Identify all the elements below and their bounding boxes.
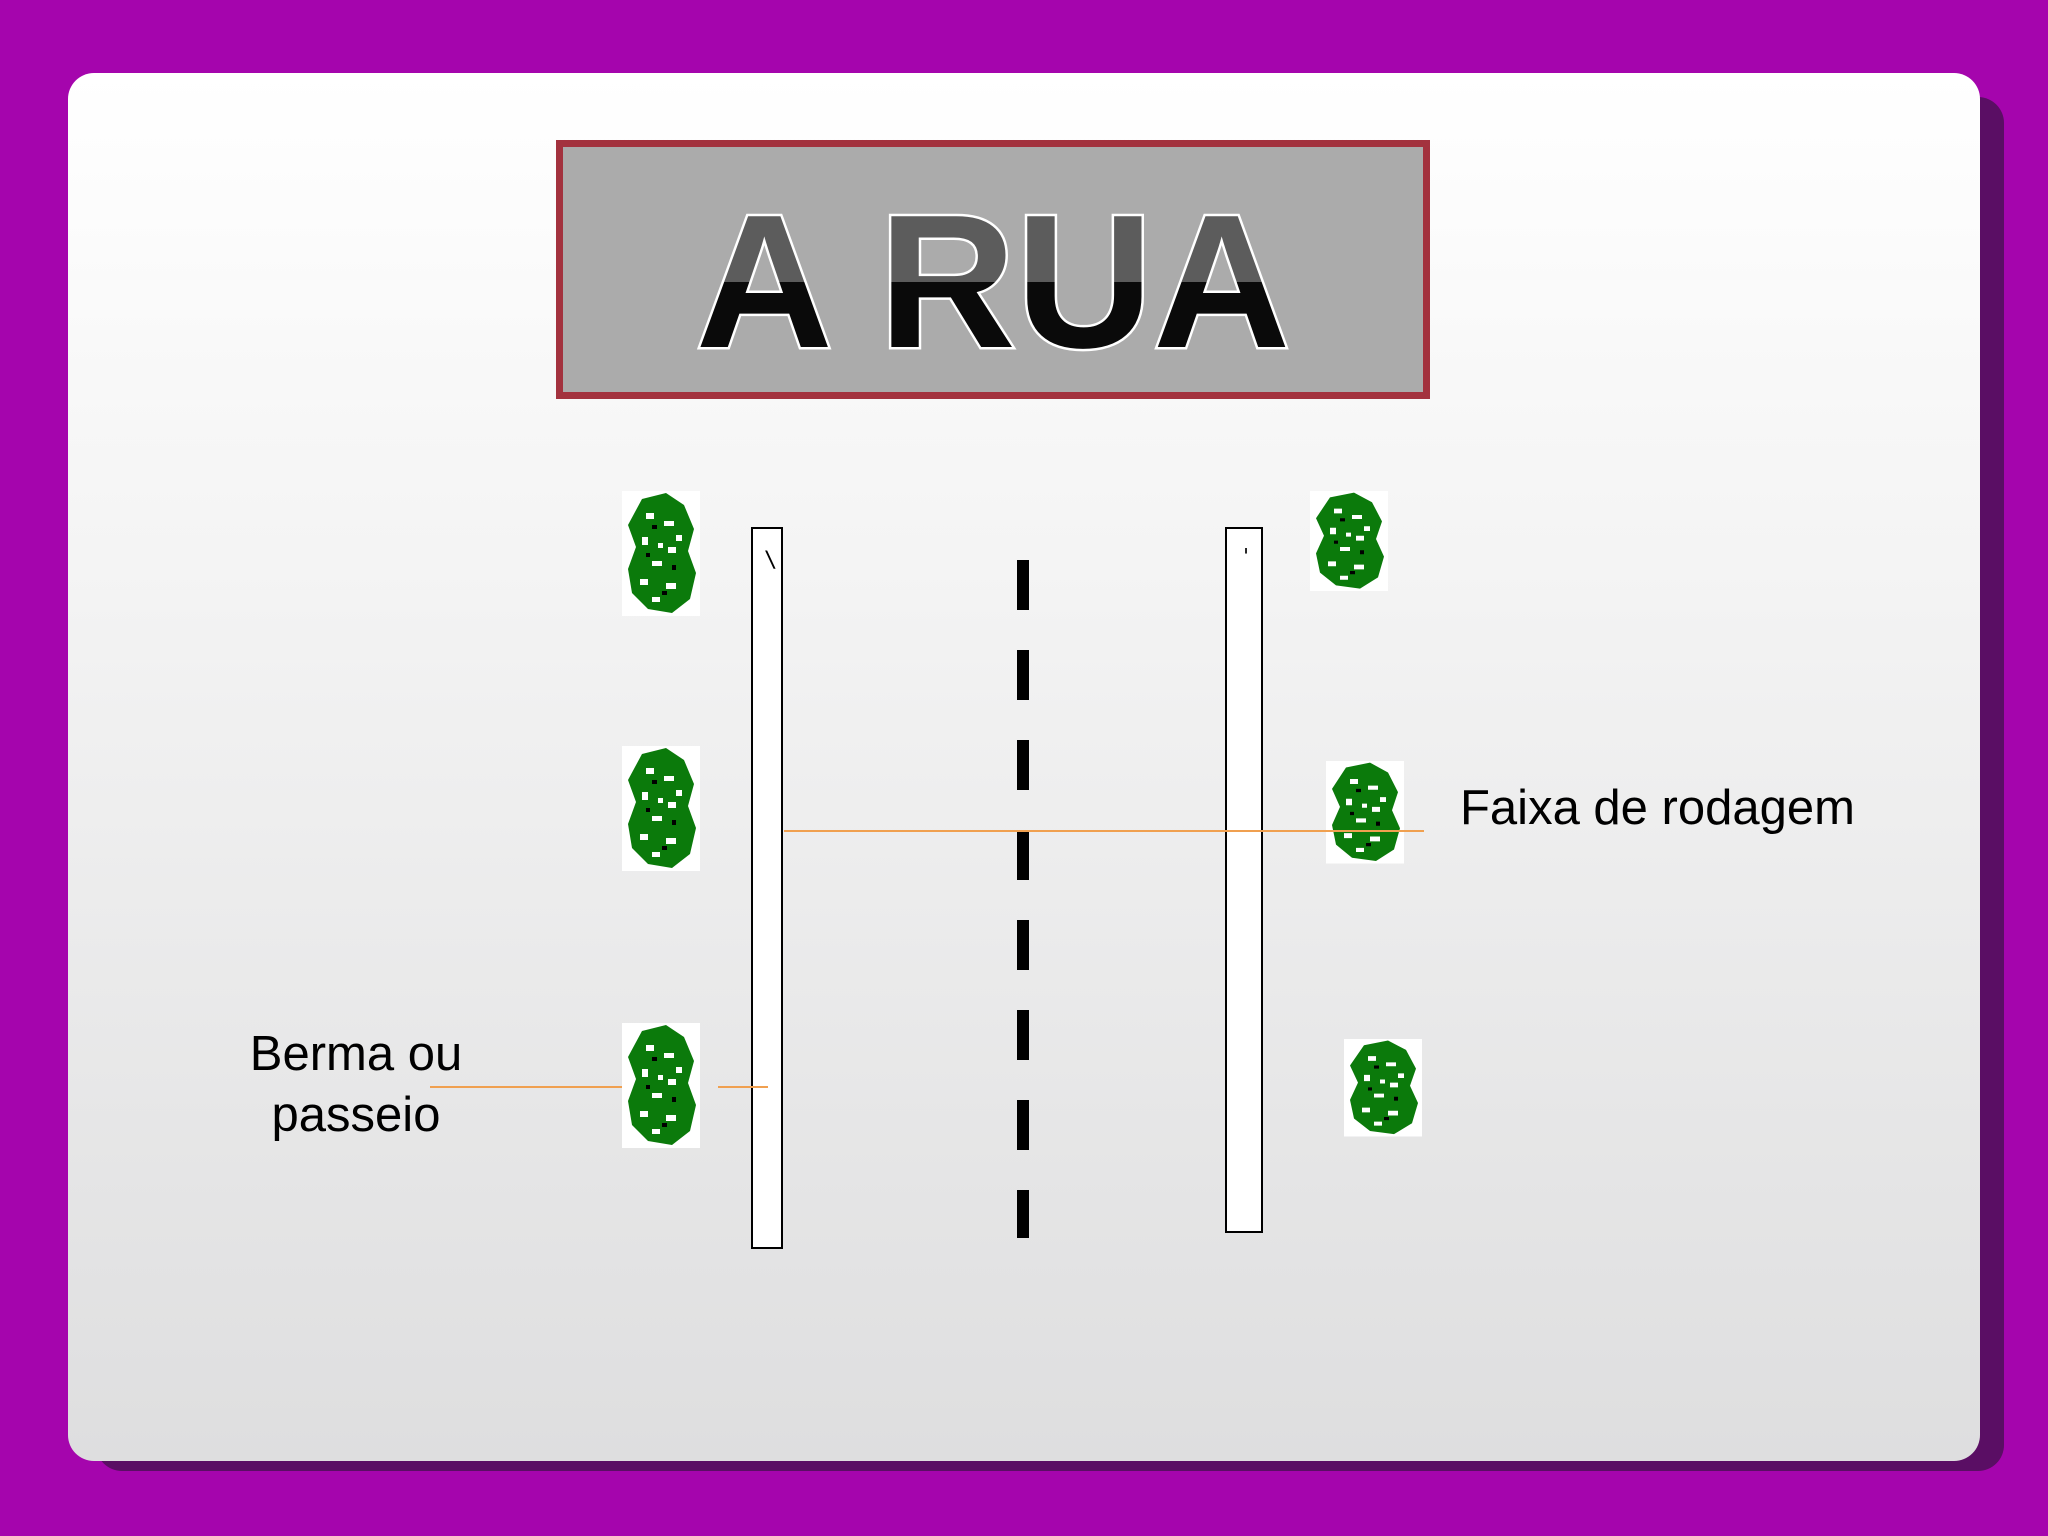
tree-icon <box>1326 761 1404 864</box>
berma-label: Berma ou passeio <box>216 1024 496 1146</box>
svg-text:\: \ <box>764 548 777 573</box>
road-diagram: \ ' <box>430 491 1424 1249</box>
tree-icon <box>622 1023 700 1148</box>
berma-label-line1: Berma ou <box>249 1027 463 1081</box>
berma-label-line2: passeio <box>271 1088 441 1142</box>
tree-icon <box>1310 491 1388 591</box>
title-box: A RUA <box>556 140 1430 399</box>
sidewalk-left <box>751 527 783 1249</box>
tree-icon <box>1344 1039 1422 1137</box>
page-title: A RUA <box>696 176 1291 388</box>
tree-icon <box>622 491 700 616</box>
title-graphic: A RUA <box>693 174 1293 391</box>
slide: A RUA \ ' Faixa de <box>68 73 1980 1461</box>
svg-text:': ' <box>1240 544 1252 568</box>
tree-icon <box>622 746 700 871</box>
sidewalk-right <box>1225 527 1263 1233</box>
faixa-label: Faixa de rodagem <box>1460 781 1855 835</box>
